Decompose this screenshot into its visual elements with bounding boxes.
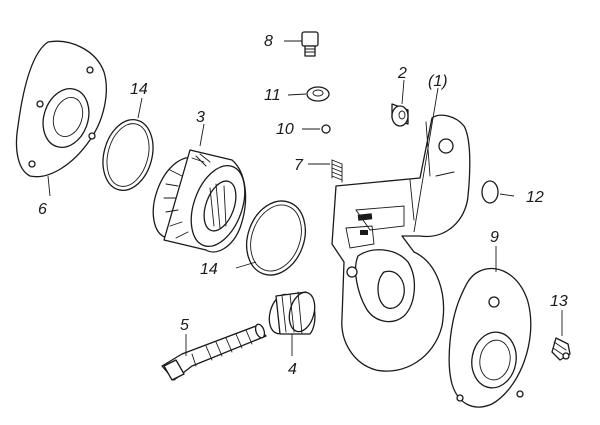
- part-10-ball: [321, 124, 331, 134]
- part-5-worm-shaft: [161, 323, 267, 381]
- callout-10: 10: [276, 121, 294, 138]
- part-6-flange-cover: [15, 40, 107, 178]
- callout-11: 11: [264, 87, 281, 104]
- part-1-main-housing: [331, 114, 471, 372]
- part-4-worm-gear: [268, 291, 316, 335]
- callout-14-lower: 14: [200, 261, 218, 278]
- callout-8: 8: [264, 33, 273, 50]
- callout-7: 7: [294, 157, 304, 174]
- part-14-o-ring-upper: [102, 119, 154, 191]
- callout-13: 13: [550, 293, 568, 310]
- callout-5: 5: [180, 317, 189, 334]
- callout-4: 4: [288, 361, 297, 378]
- callout-labels: (1) 2 3 4 5 6 7 8 9 10 11 12 13 14 14: [38, 33, 568, 378]
- part-14-o-ring-lower: [246, 200, 306, 276]
- part-2-bushing: [391, 103, 409, 127]
- part-9-end-cover: [448, 267, 532, 408]
- callout-2: 2: [397, 65, 407, 82]
- callout-9: 9: [490, 229, 499, 246]
- part-3-roller-bearing: [152, 149, 247, 253]
- part-7-spring: [331, 159, 343, 183]
- part-11-washer: [306, 86, 330, 102]
- callout-6: 6: [38, 201, 47, 218]
- leader-lines: [47, 40, 563, 356]
- callout-14-upper: 14: [130, 81, 148, 98]
- part-8-bolt: [301, 31, 319, 57]
- callout-3: 3: [196, 109, 205, 126]
- callout-1: (1): [428, 73, 448, 90]
- part-13-grease-fitting: [551, 337, 571, 361]
- part-12-seal-ring: [481, 180, 499, 204]
- callout-12: 12: [526, 189, 544, 206]
